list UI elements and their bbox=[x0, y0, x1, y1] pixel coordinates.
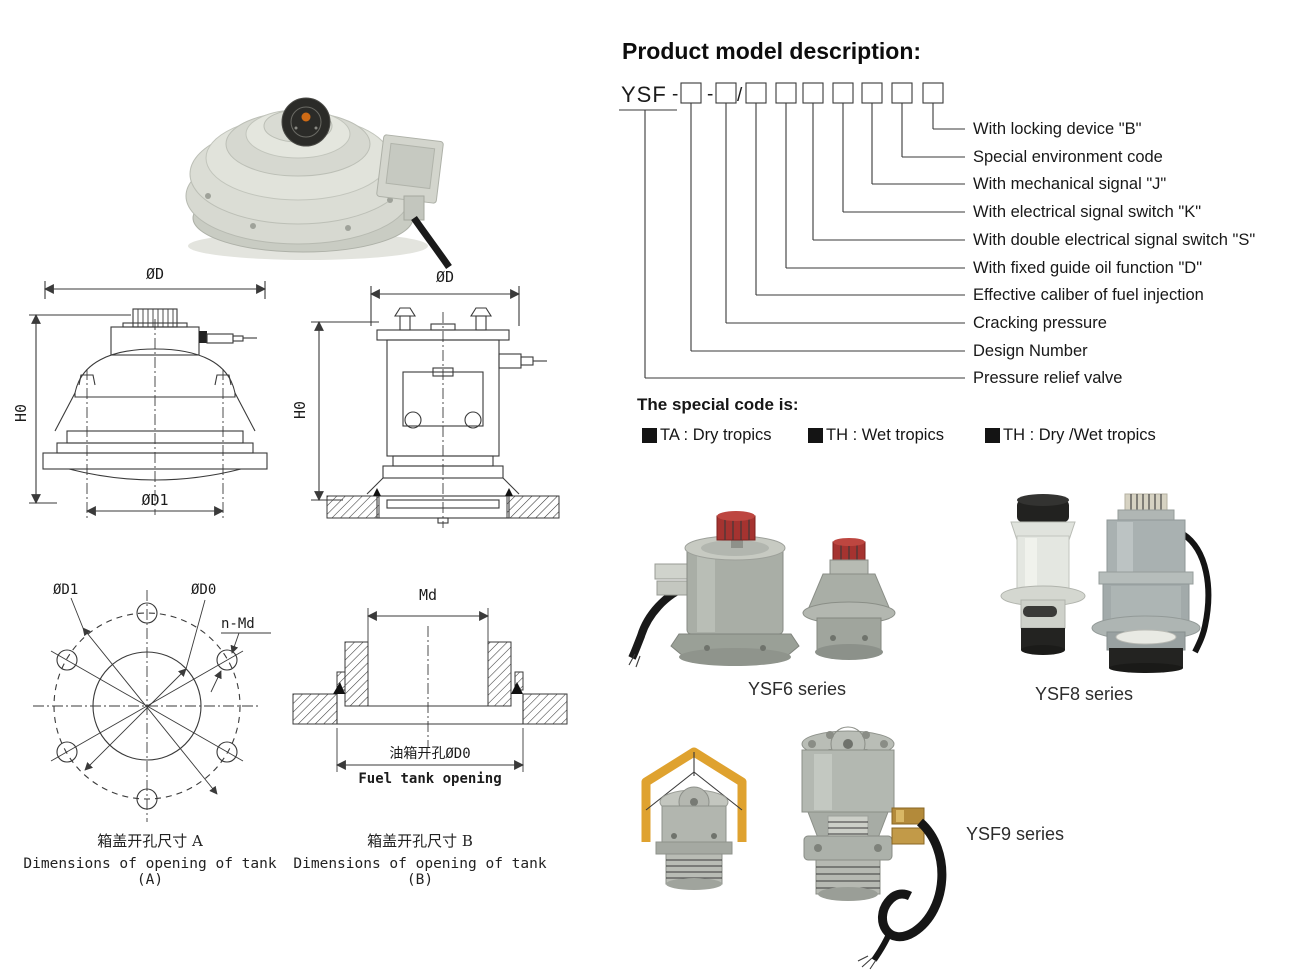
special-code-label: TH : Dry /Wet tropics bbox=[1003, 426, 1156, 444]
dim-label-opening: ØD0 bbox=[191, 582, 216, 598]
drawing-bolt-pattern: ØD1 ØD0 n-Md bbox=[33, 582, 271, 822]
model-code-prefix: YSF bbox=[621, 82, 667, 107]
ysf6-series-label: YSF6 series bbox=[748, 679, 847, 699]
caption-tank-b-en: Dimensions of opening of tank (B) bbox=[293, 856, 547, 888]
cable bbox=[628, 582, 691, 668]
caption-tank-a-en: Dimensions of opening of tank (A) bbox=[23, 856, 277, 888]
code-label-guide-oil: With fixed guide oil function "D" bbox=[973, 259, 1202, 277]
dim-label-opening-zh: 油箱开孔ØD0 bbox=[389, 746, 470, 762]
dim-label-bolt-circle: ØD1 bbox=[141, 491, 168, 509]
main-product-photo bbox=[185, 97, 452, 269]
special-code-label: TH : Wet tropics bbox=[826, 426, 944, 444]
cable bbox=[1181, 531, 1212, 654]
code-label-valve: Pressure relief valve bbox=[973, 369, 1122, 387]
svg-text:-: - bbox=[707, 84, 713, 105]
gauge bbox=[281, 97, 331, 147]
special-code-item-th-drywet: TH : Dry /Wet tropics bbox=[985, 426, 1156, 445]
dim-label-opening-en: Fuel tank opening bbox=[358, 771, 501, 787]
dim-label-bolt-circle: ØD1 bbox=[53, 582, 78, 598]
caption-tank-b-zh: 箱盖开孔尺寸 B bbox=[367, 832, 473, 850]
svg-text:/: / bbox=[737, 85, 743, 106]
dim-label-thread: Md bbox=[419, 586, 437, 604]
valve-small bbox=[802, 538, 896, 660]
code-label-locking: With locking device "B" bbox=[973, 120, 1142, 138]
valve-small bbox=[1000, 494, 1086, 655]
special-code-item-th-wet: TH : Wet tropics bbox=[808, 426, 944, 445]
caption-tank-a-zh: 箱盖开孔尺寸 A bbox=[97, 832, 203, 850]
black-square-icon bbox=[642, 428, 657, 443]
black-square-icon bbox=[808, 428, 823, 443]
dim-label-height: H0 bbox=[15, 404, 30, 422]
valve-large bbox=[654, 511, 800, 666]
code-label-caliber: Effective caliber of fuel injection bbox=[973, 286, 1204, 304]
ysf8-photo bbox=[1000, 493, 1212, 673]
code-label-mech-signal: With mechanical signal "J" bbox=[973, 175, 1166, 193]
cable-gland bbox=[403, 195, 425, 221]
brass-fitting bbox=[891, 827, 925, 845]
code-label-cracking-pressure: Cracking pressure bbox=[973, 314, 1107, 332]
valve-with-bracket bbox=[641, 747, 747, 890]
junction-box bbox=[376, 134, 444, 204]
black-square-icon bbox=[985, 428, 1000, 443]
code-label-environment: Special environment code bbox=[973, 148, 1163, 166]
page-title: Product model description: bbox=[622, 38, 922, 64]
valve-main bbox=[801, 726, 925, 901]
drawing-side-view: ØD H0 bbox=[293, 268, 560, 528]
drawing-front-view: ØD H0 ØD1 bbox=[15, 265, 268, 519]
dim-label-height: H0 bbox=[293, 401, 309, 419]
section-outline bbox=[292, 641, 568, 725]
drawing-flange-section: Md 油箱开孔ØD0 Fuel tank opening bbox=[292, 586, 568, 787]
svg-text:-: - bbox=[672, 84, 678, 105]
dim-label-diameter: ØD bbox=[436, 268, 454, 286]
code-label-double-switch: With double electrical signal switch "S" bbox=[973, 231, 1255, 249]
ysf8-series-label: YSF8 series bbox=[1035, 684, 1134, 704]
model-code-diagram: YSF - - / With locking device "B" Specia… bbox=[619, 82, 1255, 387]
dim-label-diameter: ØD bbox=[146, 265, 164, 283]
code-label-elec-switch: With electrical signal switch "K" bbox=[973, 203, 1201, 221]
special-code-heading: The special code is: bbox=[637, 395, 799, 414]
ysf9-series-label: YSF9 series bbox=[966, 824, 1065, 844]
special-code-label: TA : Dry tropics bbox=[660, 426, 772, 444]
ysf6-photo bbox=[628, 511, 896, 668]
cable bbox=[857, 818, 947, 970]
cable bbox=[411, 215, 452, 269]
valve-large bbox=[1091, 493, 1201, 673]
dim-label-thread: n-Md bbox=[221, 616, 255, 632]
ysf9-photo bbox=[641, 726, 947, 970]
code-label-design-number: Design Number bbox=[973, 342, 1088, 360]
special-code-item-ta: TA : Dry tropics bbox=[642, 426, 772, 445]
